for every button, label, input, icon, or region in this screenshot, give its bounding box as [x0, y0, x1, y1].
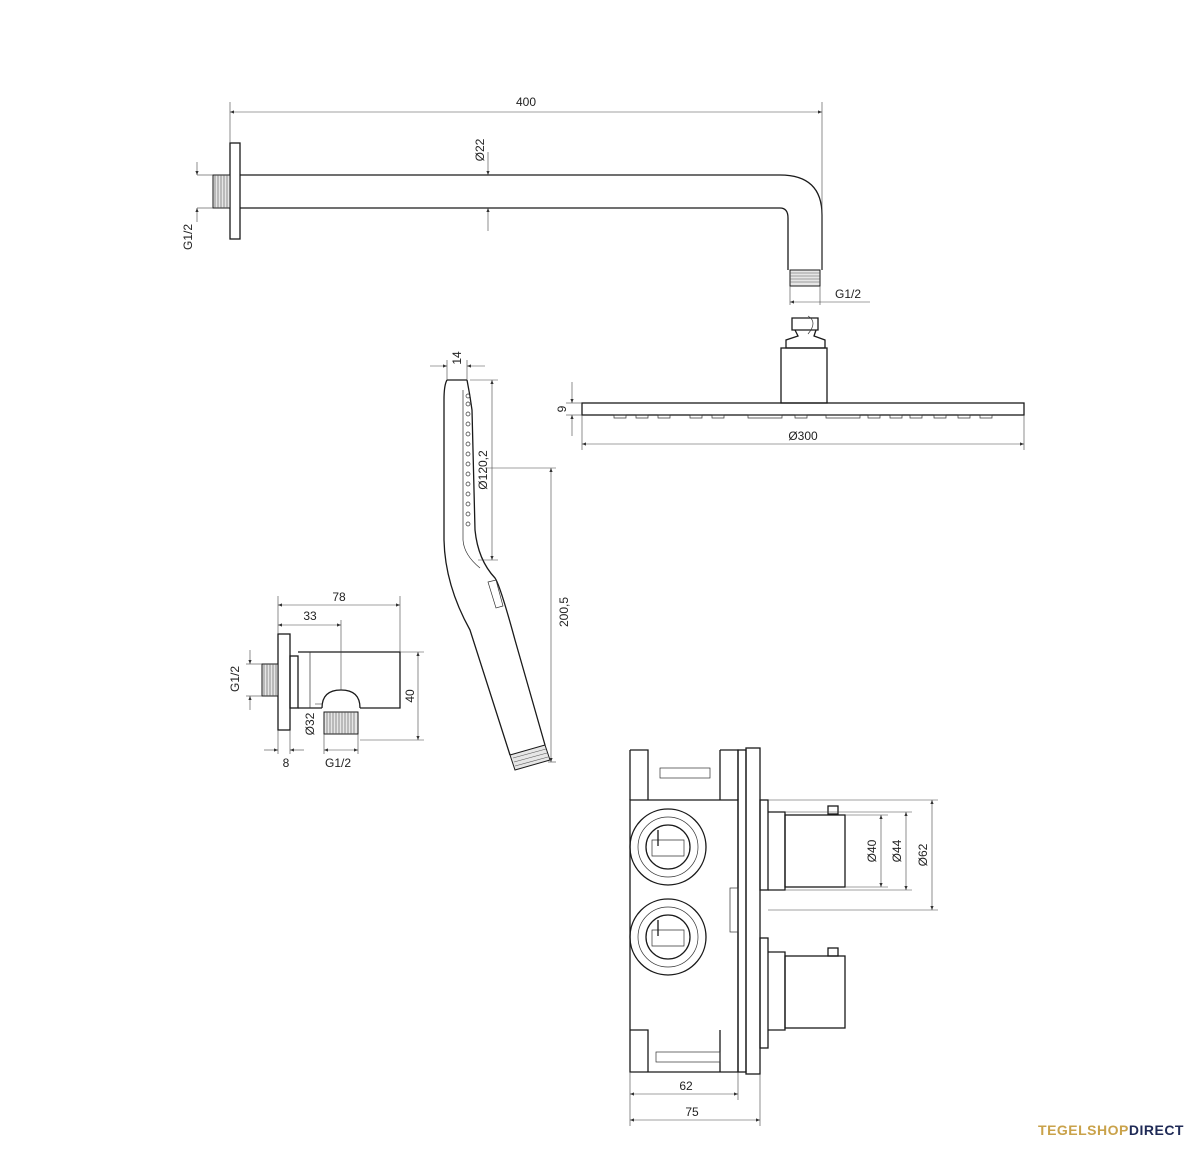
- box-depth-62-label: 62: [679, 1079, 693, 1093]
- brand-logo-part1: TEGELSHOP: [1038, 1122, 1129, 1138]
- elbow-dimensions: 78 33 G1/2 40 Ø32 8 G1/2: [228, 590, 424, 770]
- wall-elbow: [261, 633, 401, 735]
- valve-d62-label: Ø62: [916, 843, 930, 866]
- arm-head-thread-label: G1/2: [835, 287, 861, 301]
- elbow-inlet-thread-label: G1/2: [228, 666, 242, 692]
- handshower-face-diameter-label: Ø120,2: [476, 450, 490, 490]
- rain-shower-head: [581, 315, 1025, 419]
- arm-wall-thread-label: G1/2: [181, 224, 195, 250]
- elbow-flange-label: 8: [283, 756, 290, 770]
- arm-length-label: 400: [516, 95, 536, 109]
- elbow-outlet-diameter-label: Ø32: [303, 712, 317, 735]
- elbow-total-depth-label: 78: [332, 590, 346, 604]
- brand-logo: TEGELSHOPDIRECT: [1038, 1122, 1184, 1138]
- elbow-height-label: 40: [403, 689, 417, 703]
- hand-shower: [443, 379, 551, 771]
- head-dimensions: 9 Ø300: [555, 382, 1025, 450]
- valve-d44-label: Ø44: [890, 839, 904, 862]
- elbow-outlet-offset-label: 33: [303, 609, 317, 623]
- head-diameter-label: Ø300: [788, 429, 818, 443]
- elbow-outlet-thread-label: G1/2: [325, 756, 351, 770]
- arm-diameter-label: Ø22: [473, 138, 487, 161]
- arm-dimensions: 400 Ø22 G1/2 G1/2: [181, 95, 870, 305]
- handshower-top-width-label: 14: [450, 351, 464, 365]
- head-thickness-label: 9: [555, 405, 569, 412]
- box-depth-75-label: 75: [685, 1105, 699, 1119]
- brand-logo-part2: DIRECT: [1128, 1122, 1184, 1138]
- shower-arm: [212, 142, 823, 287]
- concealed-valve-box: [629, 747, 846, 1075]
- hand-shower-dimensions: 14 Ø120,2 200,5: [430, 351, 571, 763]
- handshower-length-label: 200,5: [557, 597, 571, 627]
- valve-dimensions: Ø40 Ø44 Ø62 62 75: [629, 799, 938, 1126]
- valve-d40-label: Ø40: [865, 839, 879, 862]
